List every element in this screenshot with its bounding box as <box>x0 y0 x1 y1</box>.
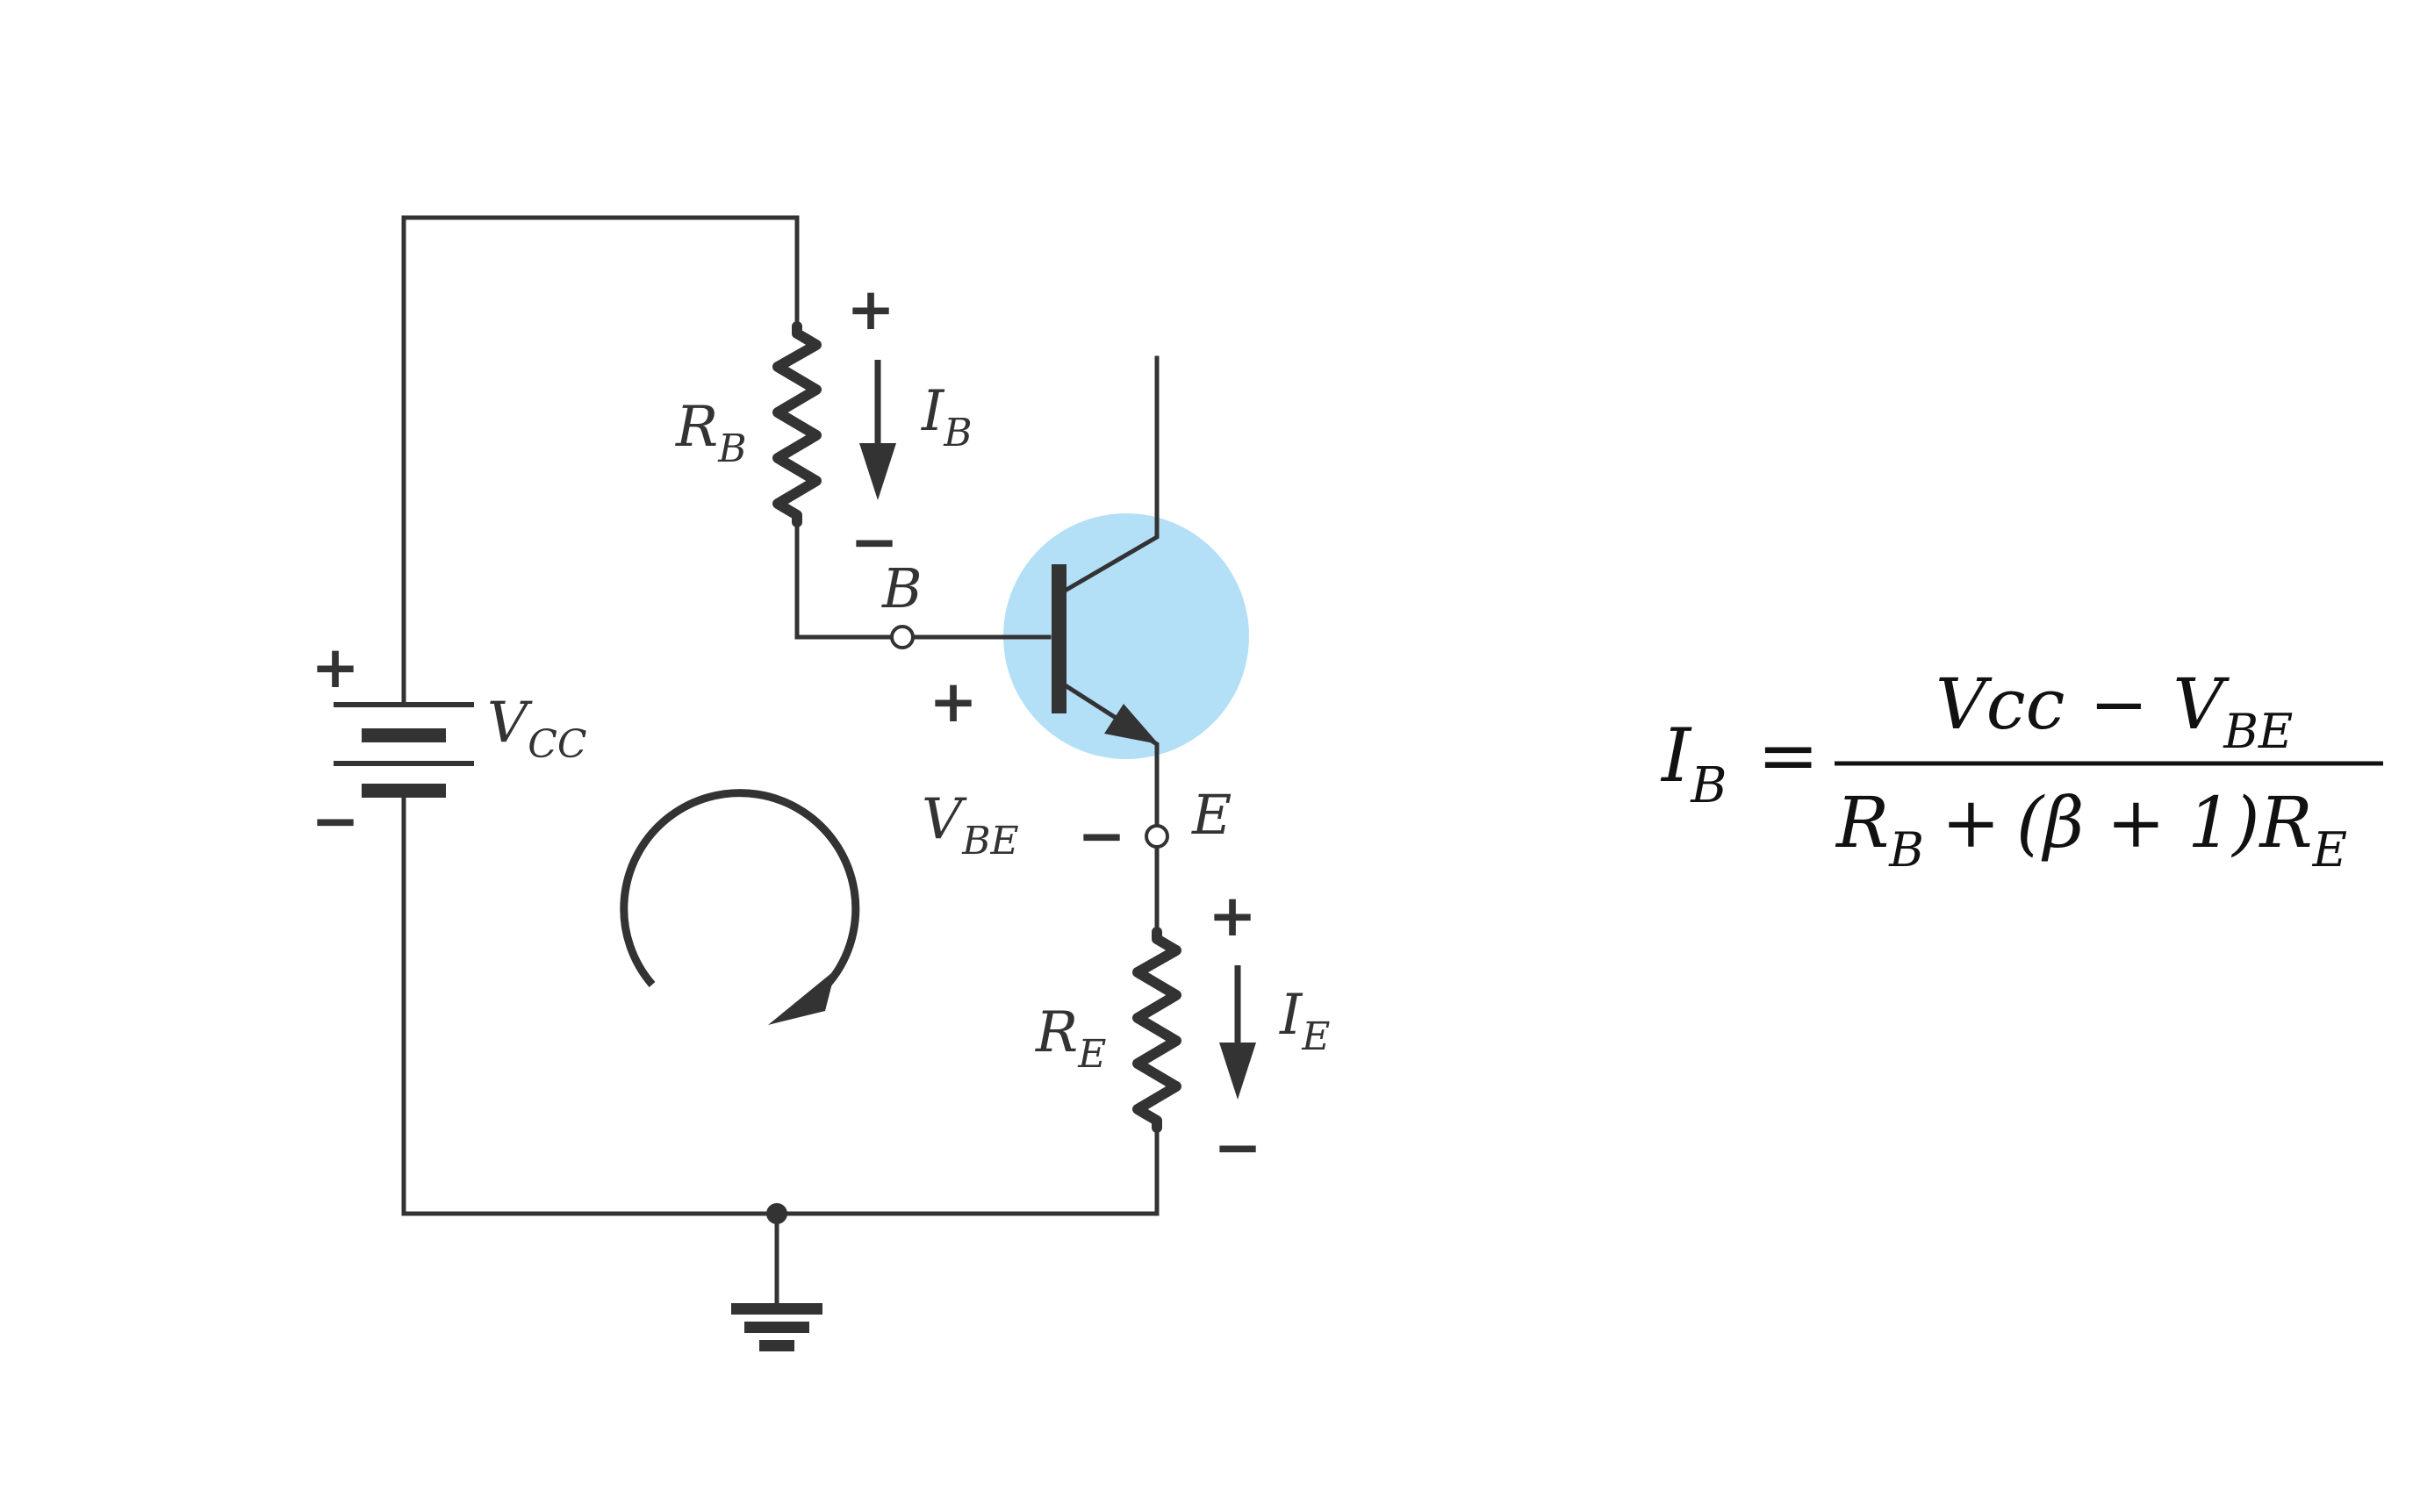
equation-lhs: IB <box>1660 713 1727 814</box>
equation: IB = Vcc−VBE RB+(β + 1)RE <box>1660 663 2383 878</box>
loop-arrow-icon <box>620 789 860 1025</box>
ground-icon <box>731 1303 822 1351</box>
wire-top <box>401 215 800 707</box>
vbe-label: VBE <box>922 787 1019 863</box>
wire-base <box>794 520 894 640</box>
rb-minus-sign: − <box>850 508 898 576</box>
emitter-arrow-icon <box>1104 704 1159 744</box>
resistor-rb <box>772 321 822 527</box>
base-label: B <box>881 556 923 620</box>
vcc-label: VCC <box>487 691 587 767</box>
resistor-re <box>1132 927 1181 1133</box>
ie-arrow-icon <box>1219 965 1256 1100</box>
equation-numerator: Vcc−VBE <box>1935 663 2293 759</box>
vbe-plus-sign: + <box>929 668 977 735</box>
ib-label: IB <box>921 379 973 455</box>
equation-equals: = <box>1757 713 1819 799</box>
battery-vcc <box>334 702 474 798</box>
transistor-base-bar <box>1052 564 1066 713</box>
equation-denominator: RB+(β + 1)RE <box>1835 782 2347 878</box>
vbe-minus-sign: − <box>1077 802 1125 870</box>
ground-node <box>766 1203 787 1224</box>
rb-label: RB <box>675 395 747 471</box>
re-plus-sign: + <box>1208 882 1256 949</box>
transistor-collector <box>1063 355 1160 593</box>
base-terminal <box>890 625 915 649</box>
re-label: RE <box>1035 1000 1106 1077</box>
rb-plus-sign: + <box>846 276 894 343</box>
emitter-label: E <box>1191 783 1232 847</box>
transistor-emitter <box>1063 683 1160 828</box>
ib-arrow-icon <box>859 360 896 500</box>
vcc-plus-sign: + <box>311 634 359 701</box>
ie-label: IE <box>1279 983 1330 1059</box>
re-minus-sign: − <box>1213 1114 1261 1181</box>
emitter-terminal <box>1145 824 1169 849</box>
vcc-minus-sign: − <box>311 787 359 855</box>
